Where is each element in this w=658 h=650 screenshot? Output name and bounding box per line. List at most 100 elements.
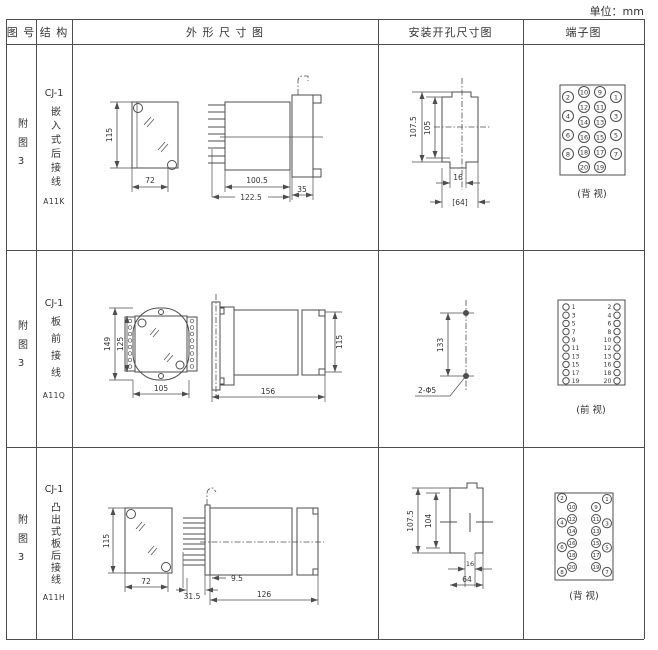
terminal-pin-number: 5 — [605, 546, 609, 552]
code-label: A11Q — [42, 390, 66, 400]
dim-label: 115 — [102, 534, 111, 549]
terminal-pin-number: 17 — [572, 370, 580, 377]
terminal-pin — [594, 116, 606, 128]
terminal-caption: (背 视) — [569, 590, 598, 602]
terminal-pin-number: 10 — [569, 505, 576, 511]
dim-label: 31.5 — [184, 592, 201, 601]
dim-label: 115 — [105, 128, 114, 143]
terminal-pin — [602, 542, 612, 553]
terminal-pin — [591, 550, 601, 560]
terminal-pin — [613, 311, 621, 319]
terminal-pin-number: 18 — [580, 148, 588, 156]
outline-drawing-row2: 149 125 105 115 156 — [103, 294, 344, 402]
terminal-pin — [594, 161, 606, 173]
terminal-pin — [594, 86, 606, 98]
dim-label: 105 — [423, 121, 432, 136]
unit-label: 单位：mm — [589, 5, 644, 18]
cutout-outline — [412, 482, 493, 589]
terminal-pin — [613, 344, 621, 352]
front-view — [109, 307, 198, 398]
structure-cell-row2: CJ-1 板前接线 A11Q — [36, 250, 72, 447]
grid-line — [6, 19, 7, 639]
dim-label: 9.5 — [231, 574, 243, 583]
terminal-pin-number: 14 — [569, 529, 576, 535]
terminal-pin — [594, 131, 606, 143]
side-view — [208, 75, 323, 202]
grid-line — [6, 250, 644, 251]
terminal-pin-number: 7 — [605, 570, 609, 576]
terminal-pin — [557, 493, 567, 503]
dim-label: [64] — [452, 198, 467, 207]
terminal-pin-number: 1 — [605, 497, 609, 503]
terminal-pin-number: 3 — [572, 312, 576, 319]
dim-label: 35 — [297, 185, 307, 194]
terminal-pin — [562, 311, 570, 319]
terminal-pin-number: 15 — [572, 362, 580, 369]
terminal-pin — [613, 303, 621, 311]
terminal-pin-number: 17 — [596, 148, 604, 156]
terminal-pin-number: 14 — [580, 118, 588, 126]
terminal-pin — [610, 148, 622, 160]
header-terminal: 端子图 — [565, 25, 602, 39]
terminal-pin-number: 6 — [607, 321, 611, 328]
mounting-drawing-row3: 107.5 104 16 64 — [406, 482, 493, 589]
terminal-pin-number: 9 — [572, 337, 576, 344]
terminal-pin — [562, 377, 570, 385]
terminal-pin-number: 7 — [572, 329, 576, 336]
handle — [297, 75, 309, 95]
structure-type-label: 凸出式板后接线 — [48, 502, 60, 586]
terminal-pin-number: 4 — [560, 521, 564, 527]
figure-cell-row3: 附图3 — [6, 447, 36, 639]
terminal-pin — [567, 514, 577, 524]
dim-label: 122.5 — [240, 193, 262, 202]
terminal-caption: (背 视) — [577, 188, 606, 200]
terminal-pin — [591, 514, 601, 524]
structure-cell-row3: CJ-1 凸出式板后接线 A11H — [36, 447, 72, 639]
terminal-pin — [557, 542, 567, 553]
terminal-pin — [562, 148, 574, 160]
grid-line — [6, 44, 644, 45]
terminal-pin-number: 12 — [580, 103, 588, 111]
terminal-pin-number: 16 — [569, 541, 576, 547]
front-view — [108, 507, 173, 592]
terminal-pin — [613, 377, 621, 385]
terminal-pin-number: 11 — [572, 345, 580, 352]
grid-line — [36, 19, 37, 639]
outline-drawing-row3: 115 72 9.5 31.5 126 — [102, 487, 324, 605]
terminal-pin-number: 11 — [596, 103, 604, 111]
terminal-pin-number: 1 — [614, 93, 618, 101]
terminal-pin-number: 9 — [594, 505, 598, 511]
center-lines — [434, 78, 490, 190]
terminal-pin-number: 8 — [560, 570, 564, 576]
outline-drawing-row1: 115 72 100.5 122.5 35 — [105, 75, 323, 202]
dim-label: 72 — [141, 577, 151, 586]
cutout-outline — [412, 78, 490, 208]
terminal-pin — [594, 146, 606, 158]
terminal-pin-number: 19 — [572, 378, 580, 385]
terminal-pin — [557, 517, 567, 528]
glass-hatch — [135, 521, 158, 556]
structure-cell-row1: CJ-1 嵌入式后接线 A11K — [36, 44, 72, 250]
grid-line — [6, 639, 644, 640]
terminal-pins — [208, 104, 225, 164]
terminal-pin-number: 13 — [572, 353, 580, 360]
terminal-pin — [567, 502, 577, 512]
terminal-pin-number: 4 — [566, 112, 570, 120]
model-label: CJ-1 — [44, 484, 64, 495]
terminal-pin — [562, 336, 570, 344]
terminal-pin-number: 13 — [593, 529, 600, 535]
terminal-pin-number: 5 — [572, 321, 576, 328]
header-structure: 结 构 — [39, 25, 69, 39]
dim-label: 126 — [257, 590, 272, 599]
terminal-pin — [594, 101, 606, 113]
dim-label: 149 — [103, 337, 112, 352]
terminal-pin — [610, 129, 622, 141]
terminal-pin — [602, 494, 612, 504]
terminal-pin-number: 5 — [614, 131, 618, 139]
terminal-box — [557, 299, 626, 386]
terminal-pin-number: 10 — [580, 88, 588, 96]
terminal-pin-number: 8 — [566, 150, 570, 158]
